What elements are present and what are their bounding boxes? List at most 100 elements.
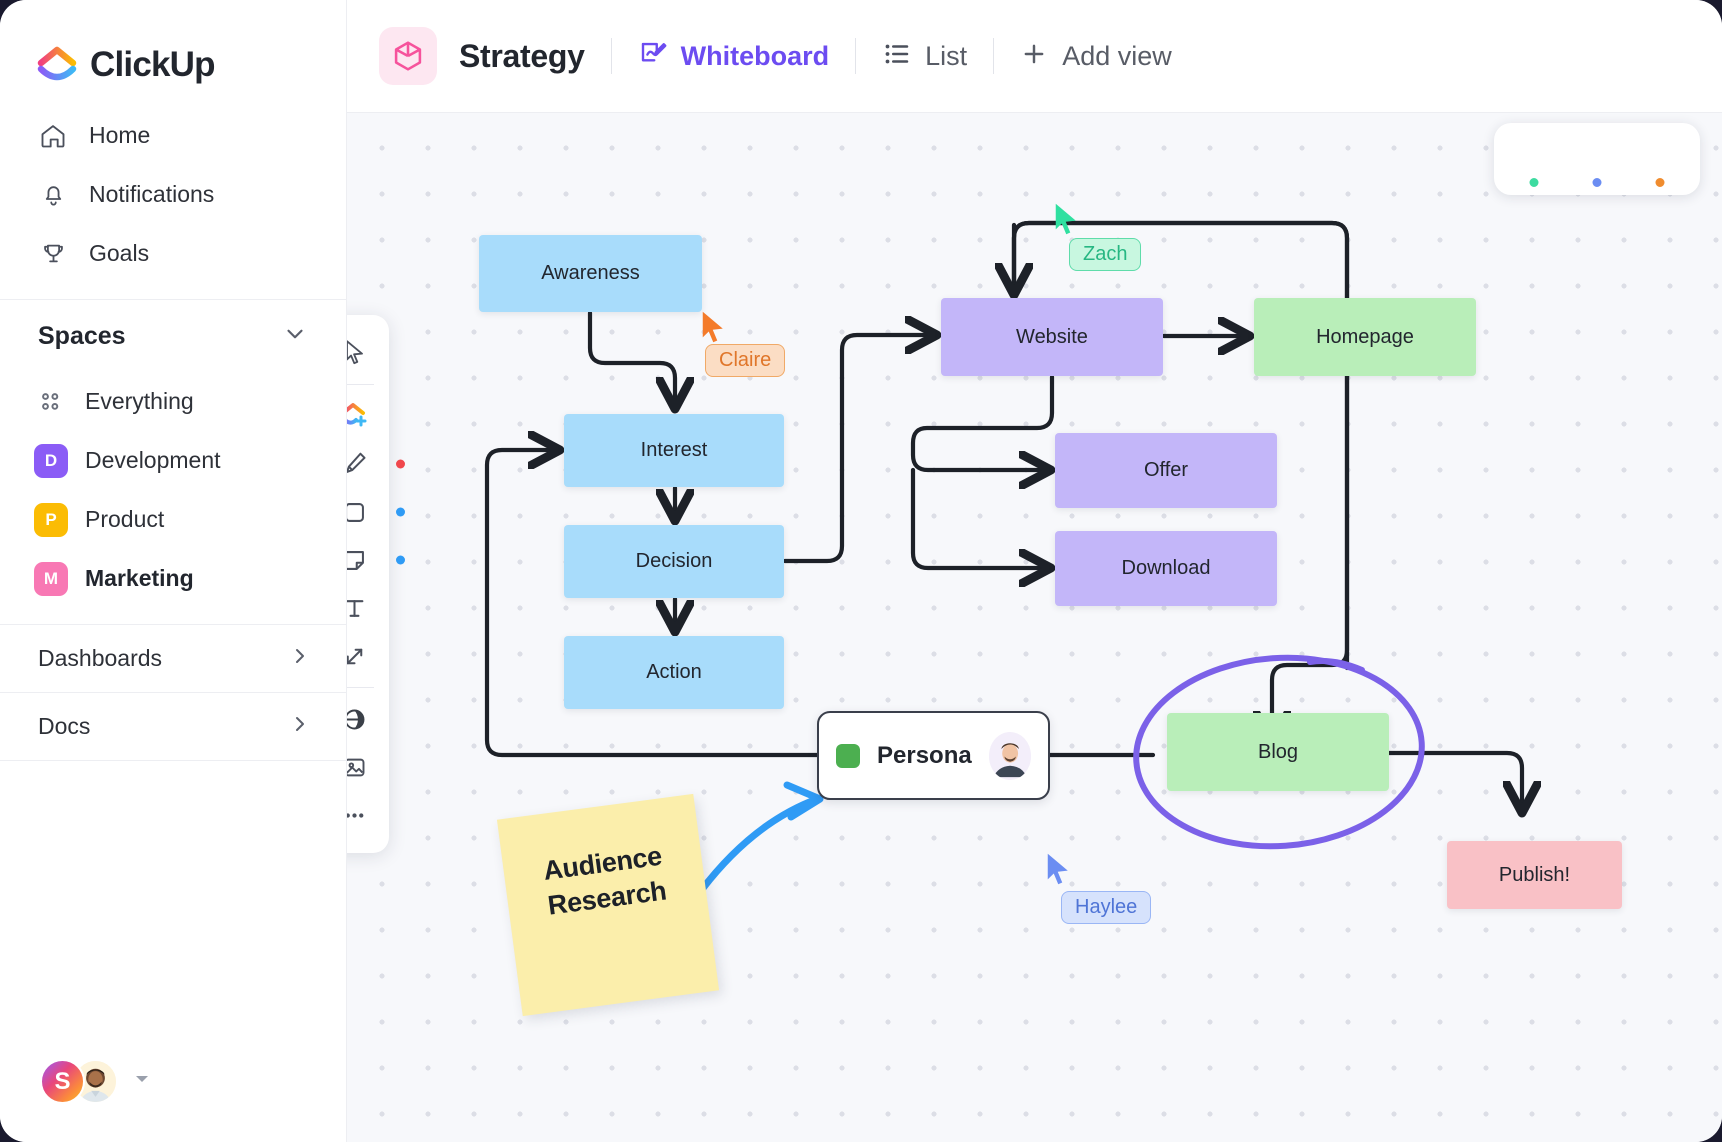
tab-whiteboard[interactable]: Whiteboard (638, 27, 830, 85)
add-view-button[interactable]: Add view (1020, 40, 1172, 73)
node-label: Publish! (1498, 863, 1571, 886)
sidebar-item-dashboards[interactable]: Dashboards (0, 625, 346, 692)
sidebar-item-label: Notifications (89, 181, 215, 207)
node-label: Interest (640, 439, 708, 461)
header-separator (993, 38, 995, 74)
space-badge: P (34, 502, 68, 537)
sidebar-item-label: Dashboards (38, 645, 163, 671)
sidebar-divider-4 (0, 760, 346, 761)
sidebar-item-label: Home (89, 122, 151, 148)
clickup-logo-text: ClickUp (90, 45, 216, 84)
sidebar-item-notifications[interactable]: Notifications (0, 165, 346, 224)
cursor-label-haylee: Haylee (1061, 891, 1152, 924)
clickup-logo-icon (37, 45, 77, 85)
add-view-label: Add view (1062, 40, 1172, 71)
presence-dot (1590, 176, 1604, 189)
persona-card[interactable]: Persona (817, 711, 1050, 800)
sidebar-divider-3 (0, 692, 346, 693)
sidebar-item-label: Goals (89, 240, 150, 266)
persona-label: Persona (877, 741, 972, 769)
sticky-note-text: Audience Research (541, 839, 668, 924)
collaborator-avatar-2[interactable] (1571, 133, 1623, 189)
flow-node-offer[interactable]: Offer (1055, 433, 1277, 508)
pen-color-dot (396, 459, 405, 469)
node-label: Website (1016, 325, 1088, 348)
node-label: Decision (635, 550, 713, 572)
note-color-dot (396, 555, 405, 565)
flow-node-interest[interactable]: Interest (564, 414, 784, 487)
flow-node-action[interactable]: Action (564, 636, 784, 709)
account-chevron-down-icon[interactable] (132, 1069, 152, 1094)
presence-dot (1527, 176, 1541, 189)
user-account-area[interactable]: S (0, 1059, 346, 1142)
collaborator-avatar-3[interactable] (1634, 133, 1686, 189)
whiteboard-canvas[interactable]: Awareness Interest Decision Action Websi… (347, 113, 1722, 1142)
collaborators-bar[interactable] (1494, 123, 1700, 195)
workspace-avatar[interactable]: S (40, 1059, 85, 1104)
cursor-pointer-icon (1047, 853, 1068, 885)
whiteboard-cube-icon (379, 27, 437, 85)
more-tools[interactable] (347, 791, 381, 839)
sidebar-item-marketing[interactable]: M Marketing (0, 549, 346, 608)
sidebar-item-everything[interactable]: Everything (0, 372, 346, 431)
shapes-globe-tool[interactable] (347, 695, 381, 743)
sticky-note-tool[interactable] (347, 536, 405, 584)
cursor-pointer-icon (1055, 203, 1076, 235)
flow-node-download[interactable]: Download (1055, 531, 1277, 606)
bell-icon (38, 180, 68, 210)
connector-tool[interactable] (347, 632, 381, 680)
collaborator-avatar-1[interactable] (1508, 133, 1560, 189)
spaces-title: Spaces (38, 321, 126, 350)
trophy-icon (38, 239, 68, 269)
flow-node-publish[interactable]: Publish! (1447, 841, 1622, 909)
tab-label: Whiteboard (680, 40, 830, 71)
cursor-claire (699, 309, 729, 352)
sidebar-item-product[interactable]: P Product (0, 490, 346, 549)
header-separator (855, 38, 857, 74)
sidebar-item-development[interactable]: D Development (0, 431, 346, 490)
node-label: Download (1121, 557, 1211, 579)
text-tool[interactable] (347, 584, 381, 632)
spaces-list: Everything D Development P Product M Mar… (0, 372, 346, 608)
page-title: Strategy (459, 37, 585, 74)
space-label: Development (85, 447, 221, 473)
shape-color-dot (396, 507, 405, 517)
shape-rectangle-tool[interactable] (347, 488, 405, 536)
toolbar-separator (347, 384, 374, 385)
sidebar-item-goals[interactable]: Goals (0, 224, 346, 283)
clickup-logo[interactable]: ClickUp (0, 0, 346, 92)
plus-icon (1020, 40, 1048, 73)
space-label: Everything (85, 388, 194, 414)
spaces-section-header[interactable]: Spaces (0, 300, 346, 372)
sidebar-item-docs[interactable]: Docs (0, 693, 346, 760)
primary-nav: Home Notifications (0, 92, 346, 283)
flow-node-website[interactable]: Website (941, 298, 1163, 376)
cursor-label-claire: Claire (705, 344, 786, 377)
select-cursor-tool[interactable] (347, 329, 381, 377)
grid-dots-icon (34, 385, 68, 419)
whiteboard-toolbar[interactable] (347, 315, 405, 853)
flow-node-awareness[interactable]: Awareness (479, 235, 702, 312)
space-badge: D (34, 443, 68, 478)
image-tool[interactable] (347, 743, 381, 791)
pen-marker-tool[interactable] (347, 440, 405, 488)
flow-node-decision[interactable]: Decision (564, 525, 784, 598)
sidebar-item-home[interactable]: Home (0, 106, 346, 165)
toolbar-separator (347, 687, 374, 688)
chevron-down-icon[interactable] (282, 321, 308, 352)
tab-list[interactable]: List (882, 27, 967, 85)
node-label: Offer (1143, 459, 1189, 481)
sticky-note-audience-research[interactable]: Audience Research (496, 793, 720, 1017)
flow-node-homepage[interactable]: Homepage (1254, 298, 1476, 376)
list-icon (882, 39, 912, 74)
space-label: Product (85, 506, 165, 532)
tab-label: List (925, 40, 968, 71)
node-label: Homepage (1316, 325, 1414, 348)
whiteboard-icon (638, 39, 668, 74)
flow-node-blog[interactable]: Blog (1167, 713, 1389, 791)
view-header: Strategy Whiteboard (347, 0, 1722, 113)
sidebar: ClickUp Home Notifications (0, 0, 347, 1142)
node-label: Action (646, 661, 702, 683)
clickup-add-tool[interactable] (347, 392, 381, 440)
